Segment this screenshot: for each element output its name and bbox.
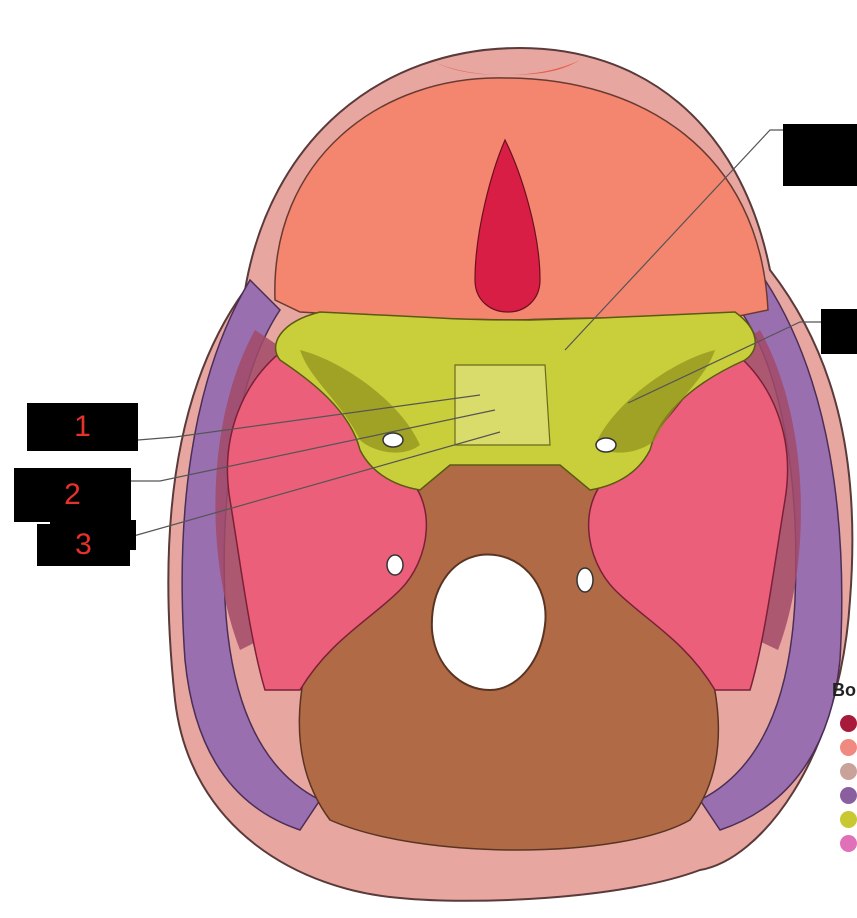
label-box-top-right <box>783 124 857 186</box>
legend-swatch <box>840 811 857 828</box>
leader-line-2 <box>130 409 496 482</box>
label-2-text: 2 <box>64 478 81 511</box>
legend-swatch <box>840 739 857 756</box>
sphenoid-wing-shadow-left <box>300 350 420 453</box>
legend-swatch <box>840 763 857 780</box>
label-box-1: 1 <box>27 403 138 451</box>
foramen-ovale-right <box>595 437 617 453</box>
foramen-magnum <box>430 553 547 692</box>
jugular-foramen-right <box>576 567 594 593</box>
legend-swatch <box>840 787 857 804</box>
label-box-2: 2 <box>14 468 131 522</box>
leader-line-mid-right <box>627 321 821 404</box>
leader-line-3 <box>129 431 501 538</box>
foramen-ovale-left <box>382 432 404 448</box>
leader-line-top-right <box>564 129 783 351</box>
leader-line-1 <box>137 394 481 441</box>
legend-swatch <box>840 715 857 732</box>
jugular-foramen-left <box>386 554 404 576</box>
label-box-3: 3 <box>37 524 130 566</box>
legend-title: Bo <box>832 680 856 700</box>
ethmoid-bone <box>474 138 541 313</box>
label-3-text: 3 <box>75 528 92 561</box>
label-1-text: 1 <box>74 410 91 443</box>
legend-swatch <box>840 835 857 852</box>
label-box-mid-right <box>821 309 857 354</box>
sella-turcica <box>454 364 551 446</box>
